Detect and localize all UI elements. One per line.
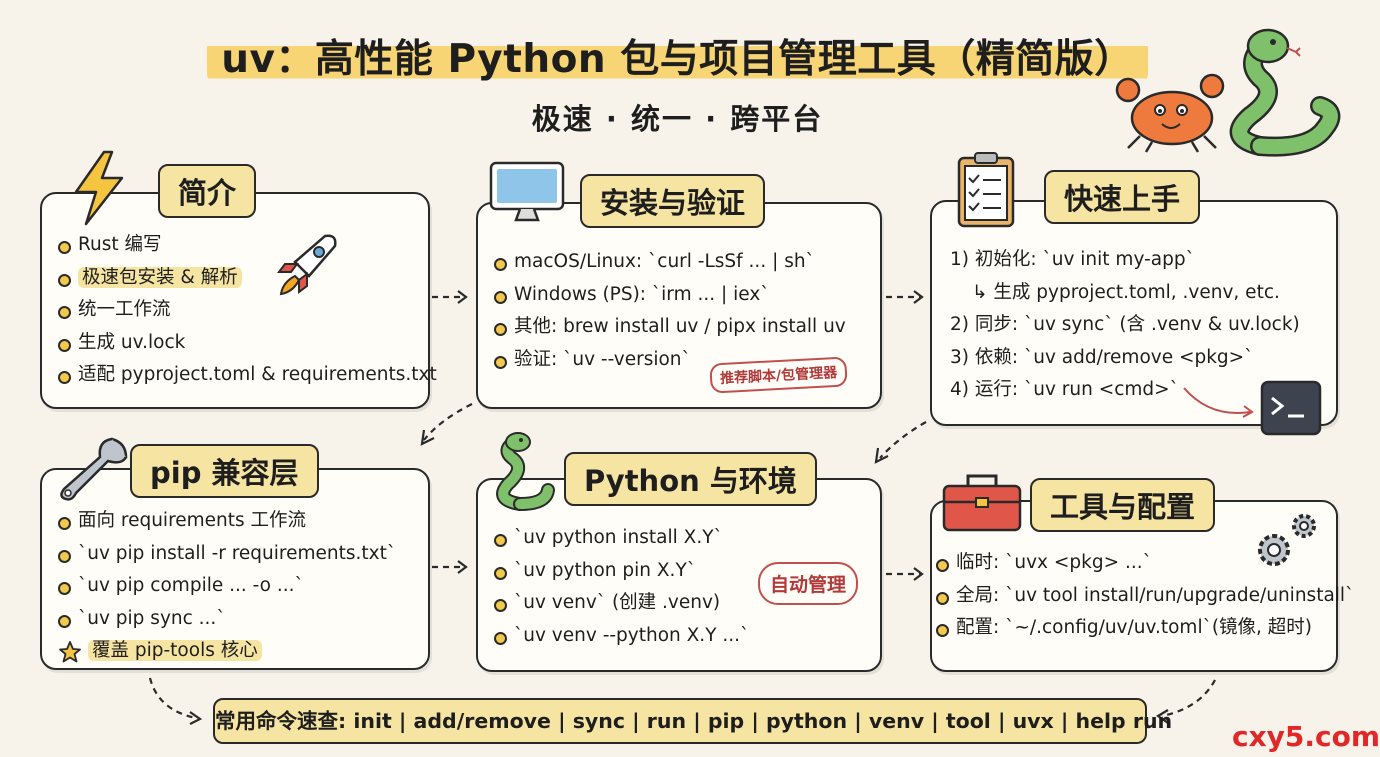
rocket-icon <box>277 234 337 296</box>
wrench-icon <box>60 437 128 501</box>
list-item: macOS/Linux: `curl -LsSf ... | sh` <box>494 246 846 279</box>
list-item: `uv pip compile ... -o ...` <box>58 570 396 603</box>
list-item: 覆盖 pip-tools 核心 <box>58 635 396 668</box>
list-item: `uv venv --python X.Y ...` <box>494 620 749 653</box>
list-item: 4) 运行: `uv run <cmd>` <box>950 379 1179 400</box>
list-item: 验证: `uv --version` <box>494 344 846 377</box>
list-item: 3) 依赖: `uv add/remove <pkg>` <box>950 346 1254 368</box>
list-item: 配置: `~/.config/uv/uv.toml`(镜像, 超时) <box>936 612 1354 645</box>
toolbox-icon <box>942 474 1022 532</box>
install-title: 安装与验证 <box>580 174 766 228</box>
list-item: 统一工作流 <box>58 294 437 327</box>
pip-title: pip 兼容层 <box>130 444 319 498</box>
list-item: Windows (PS): `irm ... | iex` <box>494 279 846 312</box>
terminal-icon <box>1183 380 1322 436</box>
highlight-text: 覆盖 pip-tools 核心 <box>88 640 262 661</box>
list-item: 极速包安装 & 解析 <box>58 262 437 295</box>
list-item: `uv pip sync ...` <box>58 603 396 636</box>
list-item: 2) 同步: `uv sync` (含 .venv & uv.lock) <box>950 314 1300 335</box>
snake-icon <box>496 432 555 511</box>
star-icon <box>59 641 81 663</box>
clipboard-icon <box>957 152 1015 228</box>
quickstart-list: 1) 初始化: `uv init my-app` ↳ 生成 pyproject.… <box>950 244 1300 407</box>
page-subtitle: 极速 · 统一 · 跨平台 <box>531 102 824 136</box>
page-title-text: uv：高性能 Python 包与项目管理工具（精简版） <box>207 37 1148 82</box>
arrow-quickstart-python <box>879 421 927 459</box>
arrow-install-pip <box>423 403 473 441</box>
list-item: ↳ 生成 pyproject.toml, .venv, etc. <box>972 281 1280 303</box>
list-item: Rust 编写 <box>58 229 437 262</box>
tools-title: 工具与配置 <box>1030 478 1216 532</box>
python-env-card <box>476 478 882 672</box>
arrow-pip-cheatsheet <box>148 677 197 720</box>
install-list: macOS/Linux: `curl -LsSf ... | sh` Windo… <box>494 246 846 376</box>
list-item: 临时: `uvx <pkg> ...` <box>936 547 1354 580</box>
python-env-title: Python 与环境 <box>564 452 817 506</box>
cheatsheet-bar: 常用命令速查: init | add/remove | sync | run |… <box>213 698 1172 744</box>
list-item: 面向 requirements 工作流 <box>58 505 396 538</box>
lightning-icon <box>74 150 124 226</box>
list-item: `uv python install X.Y` <box>494 522 749 555</box>
intro-list: Rust 编写 极速包安装 & 解析 统一工作流 生成 uv.lock 适配 p… <box>58 229 437 392</box>
monitor-icon <box>489 161 565 222</box>
list-item: `uv python pin X.Y` <box>494 555 749 588</box>
tools-list: 临时: `uvx <pkg> ...` 全局: `uv tool install… <box>936 547 1354 645</box>
python-env-stamp: 自动管理 <box>758 562 859 605</box>
watermark: cxy5.com <box>1232 720 1380 753</box>
gears-icon <box>1258 514 1316 566</box>
list-item: 生成 uv.lock <box>58 327 437 360</box>
highlight-text: 极速包安装 & 解析 <box>78 266 242 288</box>
crab-icon <box>1115 28 1341 157</box>
list-item: `uv pip install -r requirements.txt` <box>58 538 396 571</box>
list-item: 1) 初始化: `uv init my-app` <box>950 249 1195 270</box>
python-env-list: `uv python install X.Y` `uv python pin X… <box>494 522 749 652</box>
list-item: `uv venv` (创建 .venv) <box>494 587 749 620</box>
quickstart-title: 快速上手 <box>1044 170 1201 224</box>
list-item: 全局: `uv tool install/run/upgrade/uninsta… <box>936 580 1354 613</box>
list-item: 适配 pyproject.toml & requirements.txt <box>58 359 437 392</box>
intro-title: 简介 <box>158 164 257 218</box>
pip-list: 面向 requirements 工作流 `uv pip install -r r… <box>58 505 396 668</box>
list-item: 其他: brew install uv / pipx install uv <box>494 311 846 344</box>
pip-card <box>40 468 430 670</box>
page-title: uv：高性能 Python 包与项目管理工具（精简版） <box>0 28 1355 84</box>
